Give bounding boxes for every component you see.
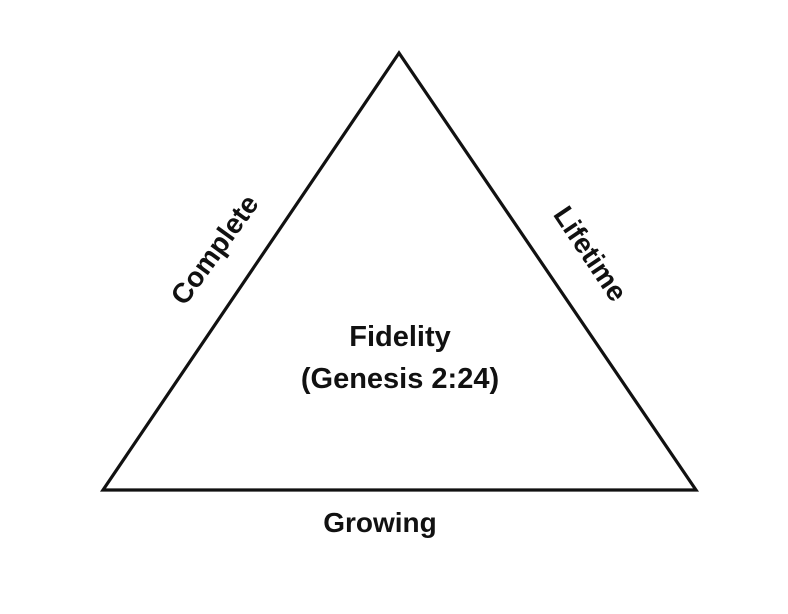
center-title: Fidelity — [349, 321, 451, 353]
side-label-growing: Growing — [323, 507, 437, 538]
center-reference: (Genesis 2:24) — [300, 363, 500, 395]
center-text: Fidelity (Genesis 2:24) — [250, 316, 550, 400]
triangle-outline — [99, 50, 700, 492]
